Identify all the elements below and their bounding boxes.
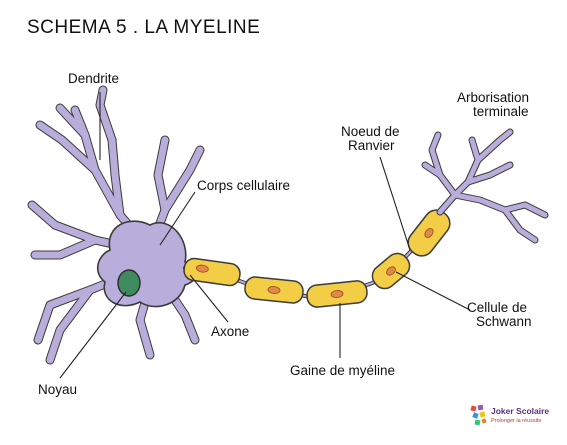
joker-scolaire-logo: Joker Scolaire Prolonger la réussite: [469, 404, 559, 438]
myelin-segment: [371, 252, 411, 290]
myelin-segment: [407, 209, 451, 257]
cell-body: [96, 220, 198, 308]
label-noyau: Noyau: [38, 382, 78, 397]
leader-lines: [59, 92, 471, 379]
page-title: SCHEMA 5 . LA MYELINE: [27, 17, 261, 38]
label-axone: Axone: [211, 324, 250, 339]
label-cellule-1: Cellule de: [467, 300, 528, 315]
label-cellule-2: Schwann: [476, 314, 532, 329]
leader-cellule: [395, 271, 471, 311]
leader-noyau: [59, 291, 127, 379]
myelin-segments: [183, 209, 451, 308]
label-corps: Corps cellulaire: [197, 178, 291, 193]
label-arborisation-1: Arborisation: [457, 90, 530, 105]
nucleus: [117, 269, 141, 297]
myelin-segment: [183, 257, 241, 287]
myelin-segment: [306, 280, 368, 308]
label-noeud-2: Ranvier: [348, 138, 395, 153]
terminal-arborisation: [421, 128, 549, 244]
dendrites: [27, 85, 205, 365]
label-gaine: Gaine de myéline: [290, 363, 396, 378]
logo-icon: [470, 404, 487, 426]
label-dendrite: Dendrite: [68, 71, 120, 86]
logo-tagline: Prolonger la réussite: [491, 418, 542, 424]
label-noeud-1: Noeud de: [341, 124, 400, 139]
leader-axone: [189, 274, 229, 323]
label-arborisation-2: terminale: [473, 104, 529, 119]
leader-noeud: [379, 156, 411, 251]
leader-corps: [159, 191, 196, 246]
myelin-segment: [244, 276, 304, 304]
logo-name: Joker Scolaire: [491, 406, 550, 416]
